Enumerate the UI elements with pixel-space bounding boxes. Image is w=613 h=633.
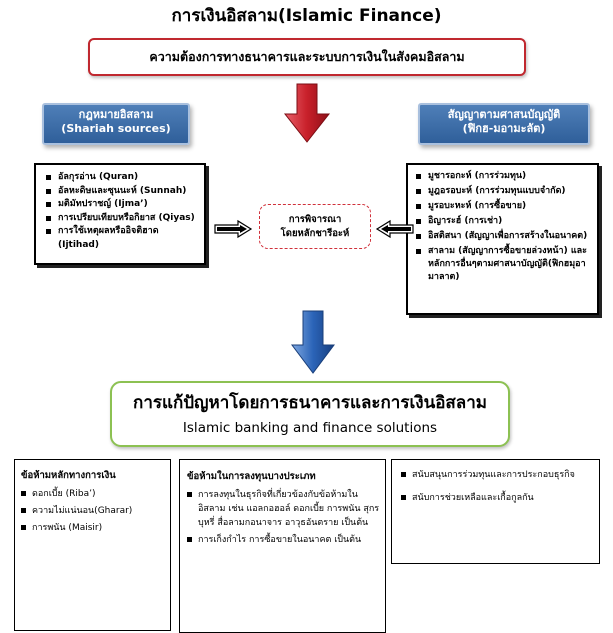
list-item: อัลหะดิษและซุนนะห์ (Sunnah) (46, 185, 200, 199)
list-item: การพนัน (Maisir) (21, 521, 166, 535)
solution-title-th: การแก้ปัญหาโดยการธนาคารและการเงินอิสลาม (133, 393, 487, 413)
list-item: ความไม่แน่นอน(Gharar) (21, 504, 166, 518)
list-item: สาลาม (สัญญาการซื้อขายล่วงหน้า) และหลักก… (416, 245, 593, 284)
contract-head-th: สัญญาตามศาสนบัญญัติ (447, 108, 561, 121)
solution-title-en: Islamic banking and finance solutions (182, 420, 438, 436)
list-item: สนับสนุนการร่วมทุนและการประกอบธุรกิจ (401, 468, 595, 483)
list-item: มูฎอรอบะห์ (การร่วมทุนแบบจำกัด) (416, 185, 593, 198)
shariah-consideration-box: การพิจารณา โดยหลักชารีอะห์ (259, 204, 371, 249)
list-item: มติมัทปราชญ์ (Ijma’) (46, 198, 200, 212)
solutions-box: การแก้ปัญหาโดยการธนาคารและการเงินอิสลาม … (110, 381, 510, 447)
right-arrow-icon (214, 219, 253, 239)
shariah-sources-header: กฎหมายอิสลาม (Shariah sources) (42, 103, 190, 145)
list-item: ดอกเบี้ย (Riba’) (21, 487, 166, 501)
financial-prohibitions-title: ข้อห้ามหลักทางการเงิน (21, 470, 116, 481)
list-item: การเปรียบเทียบหรือกิยาส (Qiyas) (46, 212, 200, 226)
list-item: มูชารอกะห์ (การร่วมทุน) (416, 170, 593, 183)
shariah-head-en: (Shariah sources) (61, 122, 171, 135)
need-box: ความต้องการทางธนาคารและระบบการเงินในสังค… (88, 38, 526, 76)
need-text: ความต้องการทางธนาคารและระบบการเงินในสังค… (149, 49, 465, 64)
left-arrow-icon (375, 219, 414, 239)
shariah-head-th: กฎหมายอิสลาม (78, 108, 154, 121)
list-item: มูรอบะหะห์ (การซื้อขาย) (416, 200, 593, 213)
list-item: อิสติสนา (สัญญาเพื่อการสร้างในอนาคต) (416, 230, 593, 243)
consider-line1: การพิจารณา (288, 213, 342, 225)
list-item: การเก็งกำไร การซื้อขายในอนาคต เป็นต้น (187, 533, 381, 547)
contracts-box: มูชารอกะห์ (การร่วมทุน) มูฎอรอบะห์ (การร… (406, 163, 599, 315)
contracts-header: สัญญาตามศาสนบัญญัติ (ฟิกฮ-มอามะลัต) (418, 103, 590, 145)
cooperation-box: สนับสนุนการร่วมทุนและการประกอบธุรกิจ สนั… (391, 459, 600, 564)
list-item: อัลกุรอ่าน (Quran) (46, 171, 200, 185)
list-item: อิญาระฮ์ (การเช่า) (416, 215, 593, 228)
contract-head-sub: (ฟิกฮ-มอามะลัต) (462, 122, 546, 135)
investment-prohibitions-box: ข้อห้ามในการลงทุนบางประเภท การลงทุนในธุร… (179, 459, 386, 633)
list-item: สนับการช่วยเหลือและเกื้อกูลกัน (401, 491, 595, 506)
financial-prohibitions-box: ข้อห้ามหลักทางการเงิน ดอกเบี้ย (Riba’) ค… (14, 459, 171, 631)
diagram-title: การเงินอิสลาม(Islamic Finance) (171, 6, 442, 26)
list-item: การลงทุนในธุรกิจที่เกี่ยวข้องกับข้อห้ามใ… (187, 488, 381, 530)
shariah-sources-box: อัลกุรอ่าน (Quran) อัลหะดิษและซุนนะห์ (S… (34, 163, 206, 265)
investment-prohibitions-title: ข้อห้ามในการลงทุนบางประเภท (187, 471, 316, 482)
down-arrow-red-icon (283, 83, 331, 143)
consider-line2: โดยหลักชารีอะห์ (280, 227, 350, 239)
list-item: การใช้เหตุผลหรืออิจติฮาด (Ijtihad) (46, 225, 200, 252)
down-arrow-blue-icon (291, 310, 335, 374)
